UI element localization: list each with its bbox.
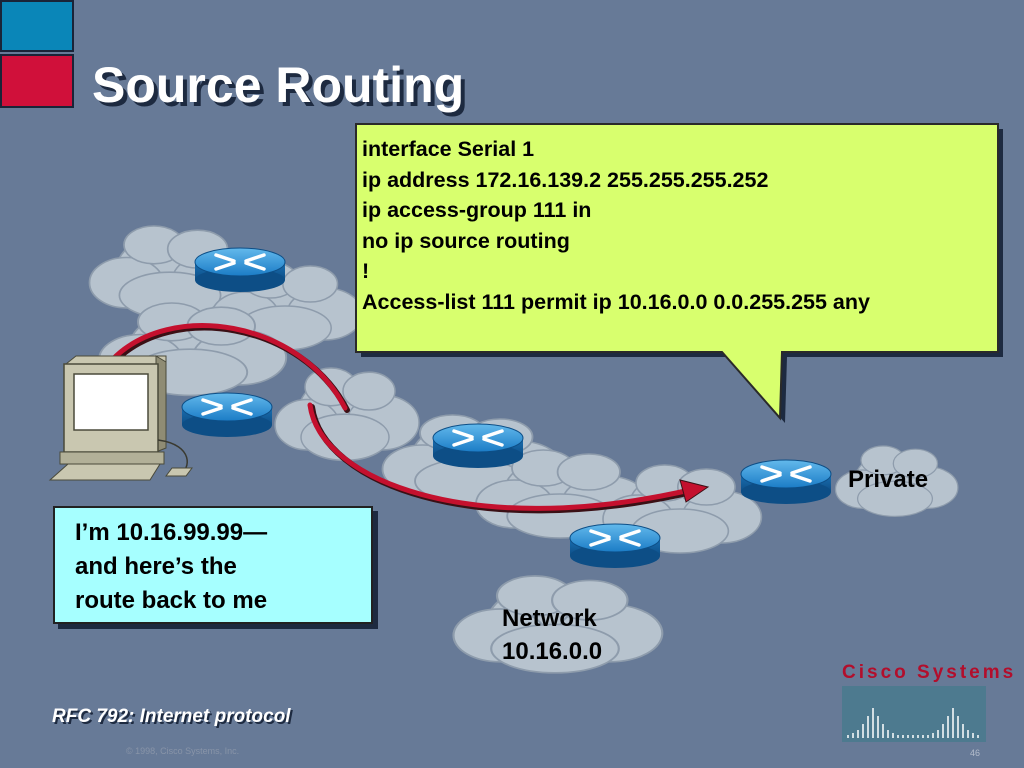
copyright-text: © 1998, Cisco Systems, Inc.	[126, 746, 240, 756]
config-line: ip address 172.16.139.2 255.255.255.252	[362, 167, 769, 192]
accent-square-blue	[0, 0, 74, 52]
host-note-line: route back to me	[75, 587, 268, 614]
rfc-reference: RFC 792: Internet protocol	[52, 706, 291, 727]
config-line: Access-list 111 permit ip 10.16.0.0 0.0.…	[362, 289, 870, 314]
config-callout: interface Serial 1 ip address 172.16.139…	[362, 134, 992, 317]
config-line: no ip source routing	[362, 228, 570, 253]
cisco-bridge-logo-icon	[842, 686, 986, 742]
host-note-line: I’m 10.16.99.99—	[75, 519, 268, 546]
accent-square-red	[0, 54, 74, 108]
config-line: ip access-group 111 in	[362, 198, 592, 222]
config-line: interface Serial 1	[362, 137, 535, 161]
config-line: !	[362, 259, 370, 283]
page-number: 46	[970, 748, 981, 758]
config-callout-box	[355, 123, 999, 421]
route-arrowhead-icon	[679, 479, 710, 503]
router-icon	[432, 423, 524, 468]
route-arrow-icon	[109, 323, 348, 411]
host-note-line: and here’s the	[75, 553, 237, 580]
network-label-line: Network	[502, 605, 597, 632]
route-arrow-icon	[307, 402, 693, 511]
router-icon	[181, 392, 273, 437]
private-cloud-label: Private	[848, 466, 929, 493]
network-cloud-label: Network 10.16.0.0	[502, 602, 602, 668]
host-note: I’m 10.16.99.99— and here’s the route ba…	[53, 506, 373, 624]
network-address-line: 10.16.0.0	[502, 638, 603, 665]
slide-title: Source Routing	[92, 57, 465, 113]
router-icon	[740, 459, 832, 504]
router-icon	[194, 247, 286, 292]
cisco-logo-text: Cisco Systems	[842, 662, 1017, 683]
cloud-icon	[274, 367, 420, 462]
router-icon	[569, 523, 661, 568]
workstation-icon	[48, 355, 193, 481]
